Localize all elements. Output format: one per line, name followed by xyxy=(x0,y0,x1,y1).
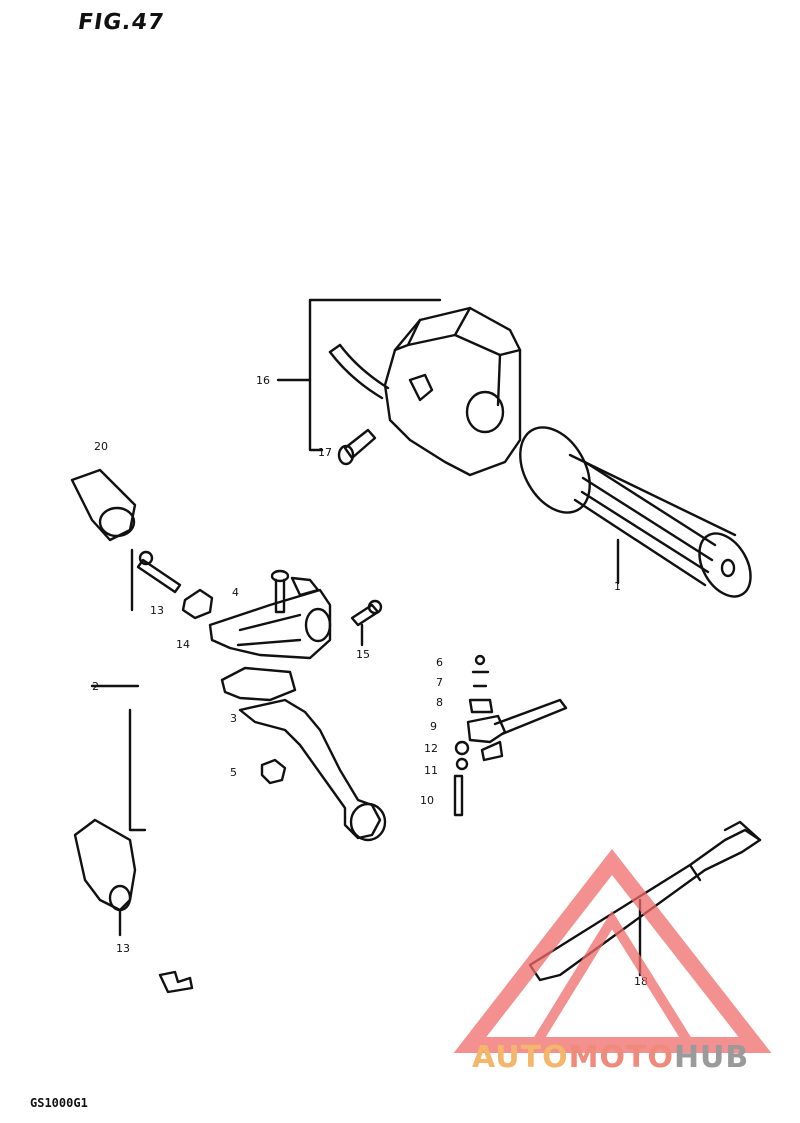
callout-19: 13 xyxy=(116,942,130,955)
callout-6: 6 xyxy=(436,656,443,669)
lever-holder-part xyxy=(208,576,332,660)
screw-4-part xyxy=(270,569,290,614)
watermark-hub: HUB xyxy=(673,1040,750,1075)
plate-3-part xyxy=(220,666,297,702)
callout-17: 17 xyxy=(318,446,332,459)
handlebar-grip-part xyxy=(519,426,752,598)
callout-8: 8 xyxy=(436,696,443,709)
lever-boot-part xyxy=(73,818,137,937)
callout-7: 7 xyxy=(436,676,443,689)
watermark-auto: AUTO xyxy=(472,1040,569,1075)
watermark-logo-icon xyxy=(453,848,772,1053)
callout-4: 4 xyxy=(232,586,239,599)
switch-housing-part xyxy=(328,306,522,477)
callout-14: 14 xyxy=(176,638,190,651)
callout-5: 5 xyxy=(230,766,237,779)
callout-1: 1 xyxy=(614,580,621,593)
callout-3: 3 xyxy=(230,712,237,725)
callout-16: 16 xyxy=(256,374,270,387)
callout-11: 11 xyxy=(424,764,438,777)
watermark-text: AUTOMOTOHUB xyxy=(472,1040,749,1075)
callout-9: 9 xyxy=(430,720,437,733)
screw-15-part xyxy=(350,599,383,647)
bracket-line xyxy=(308,298,442,452)
watermark-moto: MOTO xyxy=(568,1040,674,1075)
callout-20: 20 xyxy=(94,440,108,453)
model-code: GS1000G1 xyxy=(30,1096,88,1110)
stamp-icon xyxy=(158,970,194,994)
bracket-line-lower xyxy=(128,708,147,832)
callout-15: 15 xyxy=(356,648,370,661)
nut-14-part xyxy=(181,588,214,620)
switch-assembly-part xyxy=(453,654,568,817)
screw-17-part xyxy=(337,428,377,466)
callout-12: 12 xyxy=(424,742,438,755)
clutch-lever-part xyxy=(238,698,387,842)
nut-5-part xyxy=(260,758,287,785)
callout-10: 10 xyxy=(420,794,434,807)
callout-13: 13 xyxy=(150,604,164,617)
callout-2: 2 xyxy=(92,680,99,693)
bolt-13-part xyxy=(136,550,182,594)
lever-cover-part xyxy=(70,468,137,542)
